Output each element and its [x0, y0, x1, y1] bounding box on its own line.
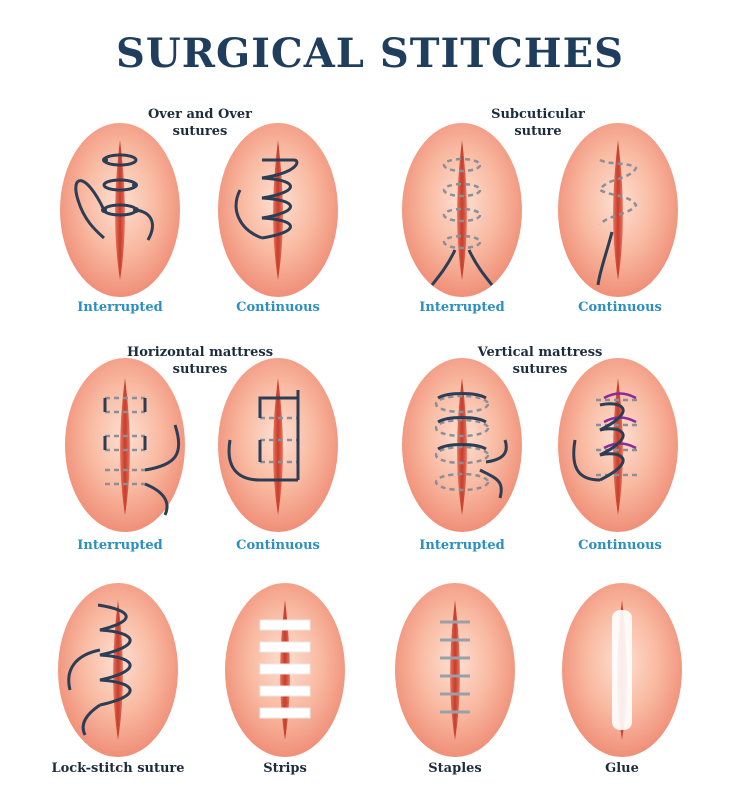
label-subcuticular-interrupted: Interrupted — [419, 300, 505, 315]
heading-over-and-over: Over and Over sutures — [147, 107, 252, 139]
oval-subcuticular-interrupted — [402, 123, 522, 297]
label-vertical-mattress-continuous: Continuous — [578, 538, 662, 553]
oval-lock-stitch — [58, 583, 178, 757]
page-title: SURGICAL STITCHES — [116, 30, 624, 77]
oval-subcuticular-continuous — [558, 123, 678, 297]
label-horizontal-mattress-interrupted: Interrupted — [77, 538, 163, 553]
label-over-and-over-continuous: Continuous — [236, 300, 320, 315]
oval-over-and-over-interrupted — [60, 123, 180, 297]
oval-staples — [395, 583, 515, 757]
label-over-and-over-interrupted: Interrupted — [77, 300, 163, 315]
oval-horizontal-mattress-continuous — [218, 358, 338, 532]
label-glue: Glue — [605, 761, 639, 776]
label-horizontal-mattress-continuous: Continuous — [236, 538, 320, 553]
label-staples: Staples — [428, 761, 482, 776]
heading-horizontal-mattress: Horizontal mattress sutures — [126, 345, 274, 377]
oval-over-and-over-continuous — [218, 123, 338, 297]
oval-vertical-mattress-interrupted — [402, 358, 522, 532]
oval-horizontal-mattress-interrupted — [65, 358, 185, 532]
oval-vertical-mattress-continuous — [558, 358, 678, 532]
heading-subcuticular: Subcuticular suture — [491, 107, 585, 139]
heading-vertical-mattress: Vertical mattress sutures — [477, 345, 603, 377]
label-vertical-mattress-interrupted: Interrupted — [419, 538, 505, 553]
label-lock-stitch: Lock-stitch suture — [51, 761, 185, 776]
label-strips: Strips — [263, 761, 307, 776]
label-subcuticular-continuous: Continuous — [578, 300, 662, 315]
oval-glue — [562, 583, 682, 757]
oval-strips — [225, 583, 345, 757]
